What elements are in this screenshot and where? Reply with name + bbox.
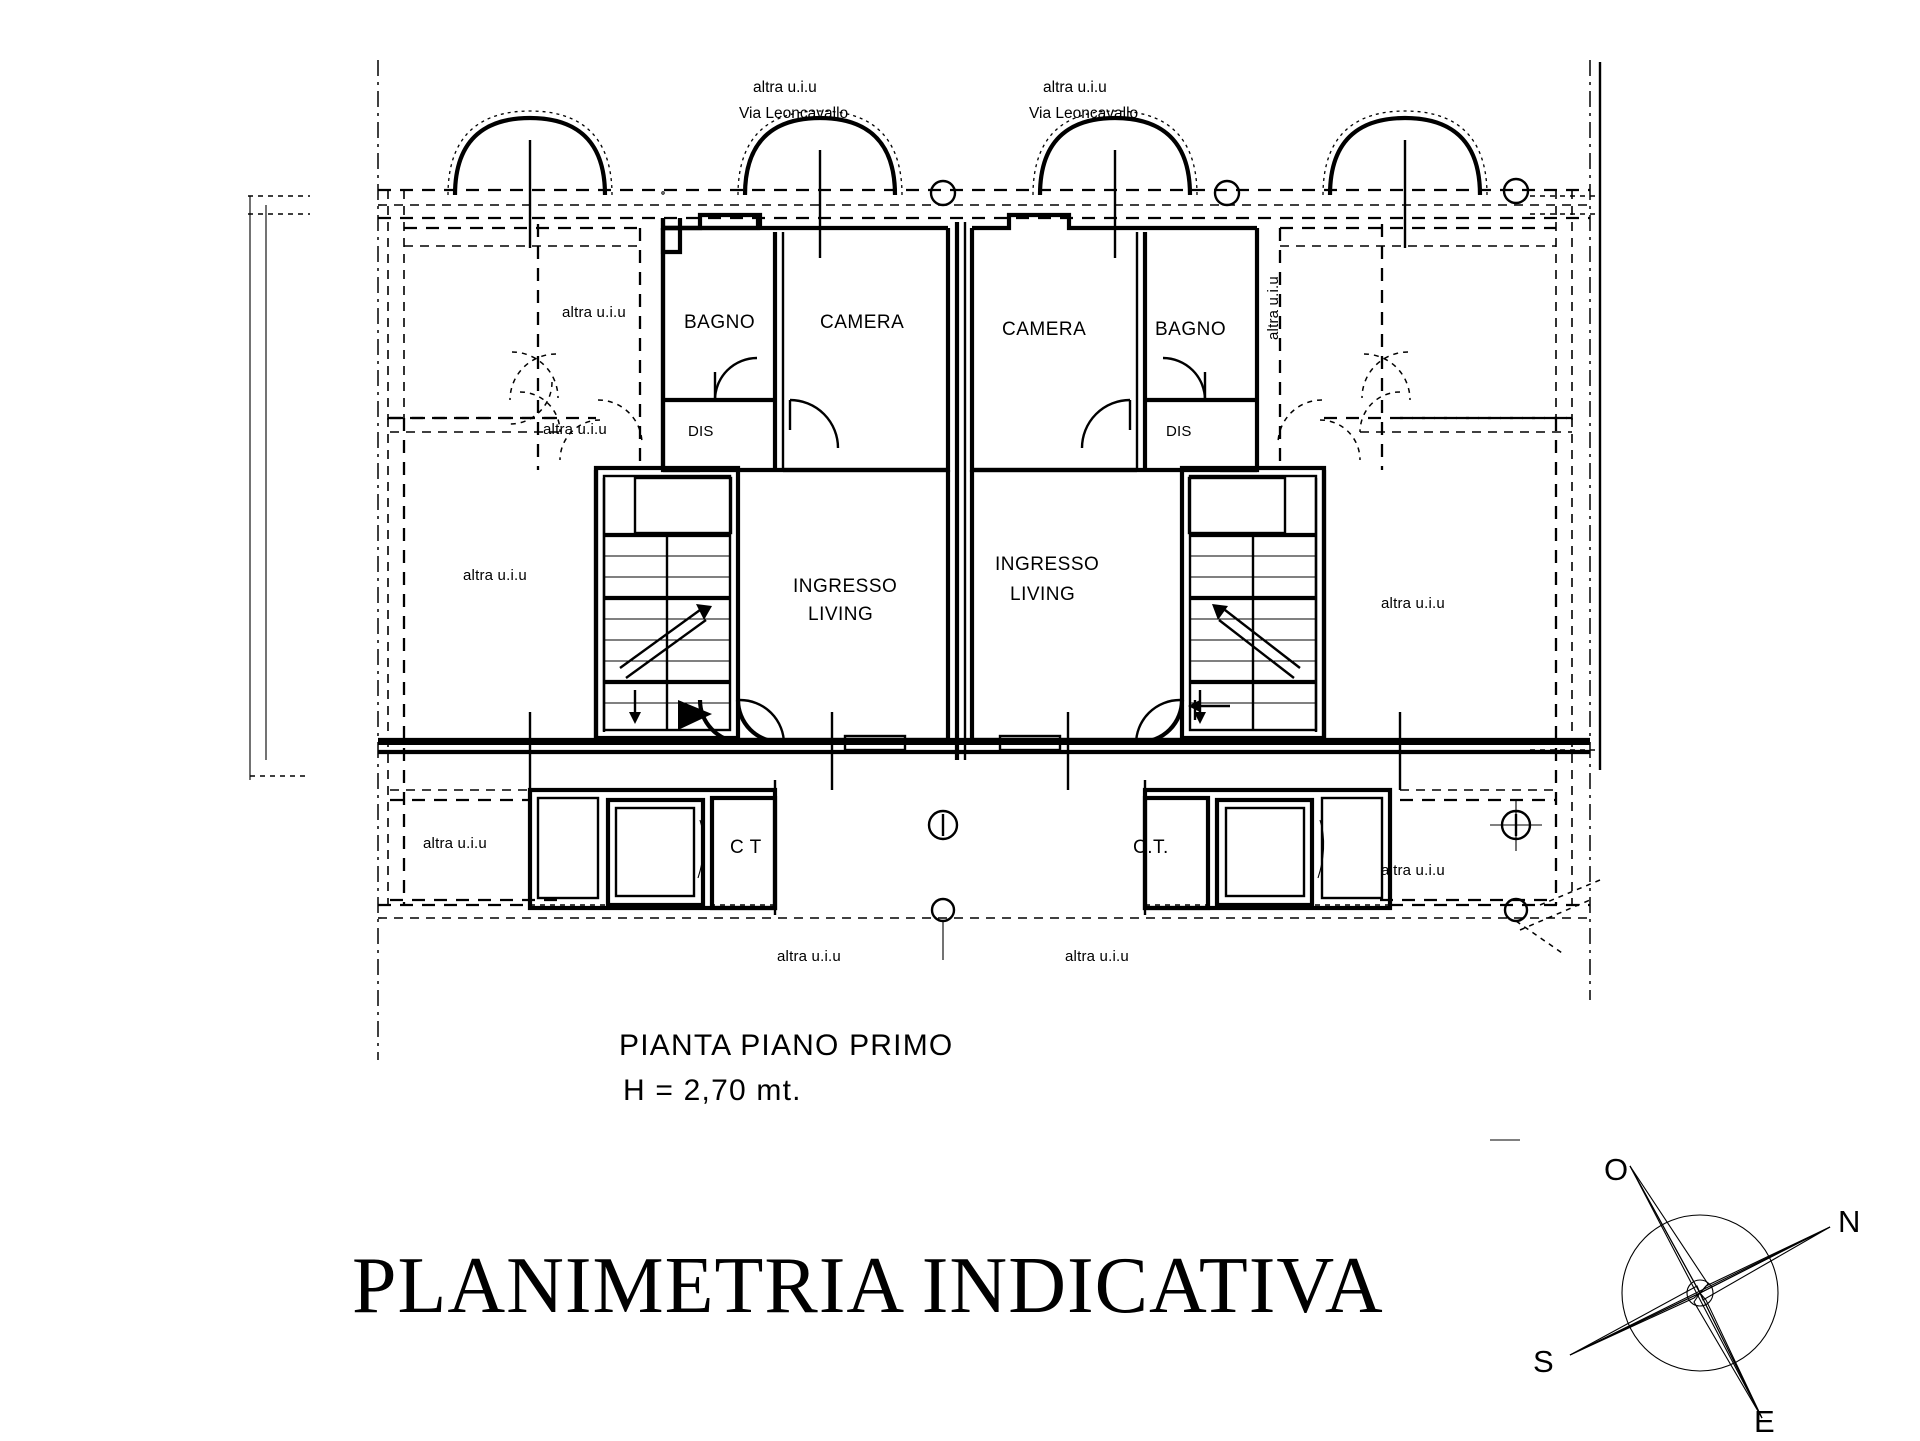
room-label-dis-left: DIS bbox=[688, 423, 714, 440]
adjacent-label-under-right: altra u.i.u bbox=[1065, 948, 1129, 965]
site-boundary-lines bbox=[248, 60, 1602, 1060]
adjacent-unit-labels: altra u.i.u altra u.i.u altra u.i.u altr… bbox=[423, 276, 1445, 965]
room-labels: BAGNO CAMERA DIS INGRESSO LIVING C T CAM… bbox=[684, 312, 1226, 858]
room-label-dis-right: DIS bbox=[1166, 423, 1192, 440]
lower-service-blocks bbox=[378, 780, 1590, 919]
building-envelope bbox=[660, 212, 1260, 760]
front-facade-wall bbox=[378, 712, 1590, 790]
street-note-right-line2: Via Leoncavallo bbox=[1029, 105, 1138, 122]
plan-caption-line1: PIANTA PIANO PRIMO bbox=[619, 1029, 953, 1062]
page-title: PLANIMETRIA INDICATIVA bbox=[352, 1242, 1384, 1330]
room-label-living-right: LIVING bbox=[1010, 584, 1075, 605]
room-label-camera-left: CAMERA bbox=[820, 312, 904, 333]
street-note-left-line1: altra u.i.u bbox=[753, 79, 817, 96]
room-label-ct-left: C T bbox=[730, 837, 762, 858]
plan-caption-line2: H = 2,70 mt. bbox=[623, 1074, 802, 1107]
adjacent-label-mid-left-a: altra u.i.u bbox=[543, 421, 607, 438]
compass-rose: O N S E bbox=[1490, 1139, 1860, 1439]
main-title-group: PLANIMETRIA INDICATIVA bbox=[352, 1242, 1384, 1330]
street-note-right-line1: altra u.i.u bbox=[1043, 79, 1107, 96]
site-fixtures bbox=[927, 799, 1566, 960]
street-note-right: altra u.i.u Via Leoncavallo bbox=[1029, 79, 1138, 122]
adjacent-label-vertical-right: altra u.i.u bbox=[1265, 276, 1282, 340]
room-label-bagno-left: BAGNO bbox=[684, 312, 755, 333]
street-note-left: altra u.i.u Via Leoncavallo bbox=[739, 79, 848, 122]
compass-label-north: N bbox=[1838, 1204, 1860, 1239]
staircase-left bbox=[593, 465, 741, 741]
bow-window-arches bbox=[447, 110, 1530, 258]
top-exterior-dashed-band bbox=[378, 188, 1590, 420]
adjacent-label-under-left: altra u.i.u bbox=[777, 948, 841, 965]
adjacent-label-mid-right: altra u.i.u bbox=[1381, 595, 1445, 612]
staircase-right bbox=[1179, 465, 1327, 741]
room-label-camera-right: CAMERA bbox=[1002, 319, 1086, 340]
room-label-ingresso-right: INGRESSO bbox=[995, 554, 1099, 575]
adjacent-label-bottom-right: altra u.i.u bbox=[1381, 862, 1445, 879]
adjacent-label-bottom-left: altra u.i.u bbox=[423, 835, 487, 852]
door-swings bbox=[509, 351, 1411, 745]
room-label-ingresso-left: INGRESSO bbox=[793, 576, 897, 597]
compass-label-south: S bbox=[1533, 1344, 1554, 1379]
adjacent-label-mid-left-b: altra u.i.u bbox=[463, 567, 527, 584]
room-label-ct-right: C.T. bbox=[1133, 837, 1169, 858]
room-label-living-left: LIVING bbox=[808, 604, 873, 625]
compass-label-west: O bbox=[1604, 1152, 1628, 1187]
plan-caption: PIANTA PIANO PRIMO H = 2,70 mt. bbox=[619, 1029, 953, 1107]
room-label-bagno-right: BAGNO bbox=[1155, 319, 1226, 340]
street-note-left-line2: Via Leoncavallo bbox=[739, 105, 848, 122]
compass-label-east: E bbox=[1754, 1404, 1775, 1439]
adjacent-label-top-left: altra u.i.u bbox=[562, 304, 626, 321]
